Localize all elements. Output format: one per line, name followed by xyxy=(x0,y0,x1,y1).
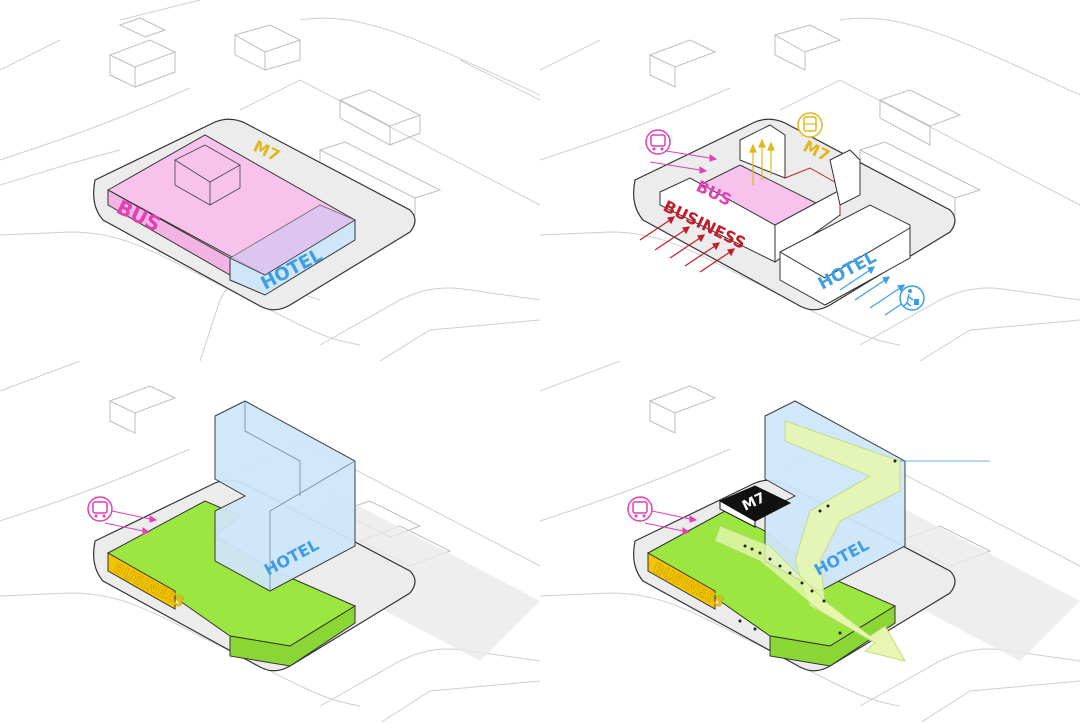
tower-shadow xyxy=(310,491,540,661)
panel-1-drawing: BUS M7 HOTEL xyxy=(0,0,540,361)
building-massing xyxy=(659,124,911,306)
business-flow-arrows xyxy=(639,216,736,273)
panel-hotel-tower: BUSINESS HOTEL xyxy=(0,361,540,722)
pedestrians xyxy=(738,459,897,635)
panel-2-drawing: BUS M7 BUSINESS HOTEL xyxy=(540,17,1080,361)
panel-circulation: M7 BUSINESS HOTEL xyxy=(540,361,1080,722)
context-buildings xyxy=(648,24,982,216)
bus-stop-icon xyxy=(627,496,653,522)
bus-flow-arrows xyxy=(644,510,698,535)
podium-massing xyxy=(107,500,357,667)
tower-shadow xyxy=(850,491,1080,661)
panel-4-drawing: M7 BUSINESS HOTEL xyxy=(540,361,1080,722)
traveler-with-luggage-icon xyxy=(899,285,925,311)
metro-sign xyxy=(718,485,792,528)
bus-stop-icon xyxy=(645,129,671,155)
bus-flow-arrows xyxy=(649,149,718,174)
metro-icon xyxy=(797,112,823,138)
context-streets xyxy=(540,17,1080,361)
panel-programme-zoning: BUS M7 HOTEL xyxy=(0,0,540,361)
hotel-flow-arrows xyxy=(839,266,921,316)
circulation-flow xyxy=(714,420,906,662)
context-streets xyxy=(0,361,540,722)
hotel-tower xyxy=(214,400,356,592)
bus-stop-icon xyxy=(87,496,113,522)
bus-flow-arrows xyxy=(104,510,158,535)
metro-vertical-arrows xyxy=(749,138,775,185)
panel-3-drawing: BUSINESS HOTEL xyxy=(0,361,540,722)
building-massing xyxy=(106,134,356,296)
context-streets xyxy=(0,0,540,361)
panel-access-flows: BUS M7 BUSINESS HOTEL xyxy=(540,0,1080,361)
